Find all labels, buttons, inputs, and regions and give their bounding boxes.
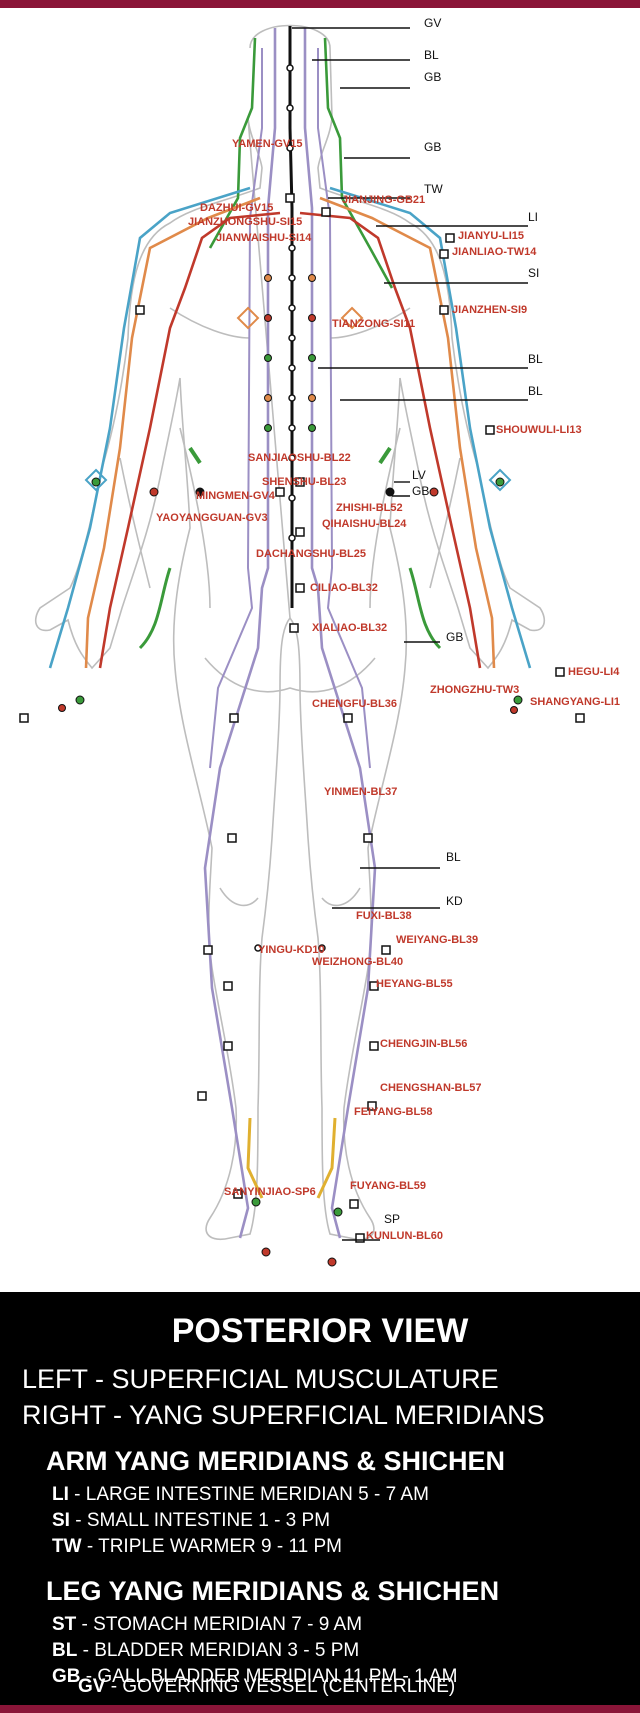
point-label: FUXI-BL38 (356, 910, 412, 922)
legend-row-gb: GB - GALL BLADDER MERIDIAN 11 PM - 1 AM (52, 1666, 458, 1687)
point-label: MINGMEN-GV4 (196, 490, 275, 502)
meridian-lines (48, 26, 532, 1239)
legend-row-tw: TW - TRIPLE WARMER 9 - 11 PM (52, 1536, 342, 1557)
meridian-label-kd: KD (446, 894, 463, 908)
legend-row-li: LI - LARGE INTESTINE MERIDIAN 5 - 7 AM (52, 1484, 429, 1505)
meridian-label-tw: TW (424, 182, 443, 196)
meridian-label-bl: BL (424, 48, 439, 62)
point-label: CHENGJIN-BL56 (380, 1038, 468, 1050)
leader-lines (292, 27, 528, 1241)
point-label: SHOUWULI-LI13 (496, 424, 582, 436)
point-label: JIANZHONGSHU-SI15 (188, 216, 303, 228)
legend-title: POSTERIOR VIEW (171, 1312, 469, 1350)
point-label: SANYINJIAO-SP6 (224, 1186, 316, 1198)
point-label: CILIAO-BL32 (310, 582, 378, 594)
point-label: FUYANG-BL59 (350, 1180, 426, 1192)
point-label: YINGU-KD10 (258, 944, 325, 956)
point-label: ZHISHI-BL52 (336, 502, 403, 514)
point-label: QIHAISHU-BL24 (322, 518, 407, 530)
point-label: WEIYANG-BL39 (396, 934, 479, 946)
point-label: SHANGYANG-LI1 (530, 696, 621, 708)
meridian-label-gv: GV (424, 16, 442, 30)
meridian-label-bl: BL (446, 850, 461, 864)
point-label: ZHONGZHU-TW3 (430, 684, 520, 696)
legend-row-si: SI - SMALL INTESTINE 1 - 3 PM (52, 1510, 331, 1531)
body-outline (34, 24, 546, 1240)
point-label: JIANLIAO-TW14 (452, 246, 537, 258)
top-border (0, 0, 640, 8)
point-label: HEYANG-BL55 (376, 978, 453, 990)
point-label: JIANYU-LI15 (458, 230, 525, 242)
point-label: CHENGSHAN-BL57 (380, 1082, 482, 1094)
point-label: JIANWAISHU-SI14 (216, 232, 312, 244)
point-label: WEIZHONG-BL40 (312, 956, 404, 968)
point-label: YINMEN-BL37 (324, 786, 398, 798)
point-label: CHENGFU-BL36 (312, 698, 397, 710)
legend-left-line: LEFT - SUPERFICIAL MUSCULATURE (22, 1364, 499, 1394)
meridian-label-gb: GB (424, 70, 442, 84)
legend-right-line: RIGHT - YANG SUPERFICIAL MERIDIANS (22, 1400, 545, 1430)
point-label: SANJIAOSHU-BL22 (248, 452, 351, 464)
point-label: TIANZONG-SI11 (332, 318, 416, 330)
point-label: YAMEN-GV15 (232, 138, 303, 150)
meridian-label-gb: GB (412, 484, 430, 498)
point-label: DACHANGSHU-BL25 (256, 548, 367, 560)
meridian-label-bl: BL (528, 352, 543, 366)
point-label: JIANJING-GB21 (342, 194, 426, 206)
legend-row-st: ST - STOMACH MERIDIAN 7 - 9 AM (52, 1614, 363, 1635)
meridian-label-sp: SP (384, 1212, 401, 1226)
meridian-label-gb: GB (446, 630, 464, 644)
legend-panel: POSTERIOR VIEW LEFT - SUPERFICIAL MUSCUL… (0, 1292, 640, 1713)
meridian-label-bl: BL (528, 384, 543, 398)
meridian-label-lv: LV (412, 468, 426, 482)
point-label: DAZHUI-GV15 (200, 202, 274, 214)
acupoint-markers (19, 64, 585, 1267)
meridian-label-si: SI (528, 266, 540, 280)
point-label: SHENSHU-BL23 (262, 476, 347, 488)
meridian-label-gb: GB (424, 140, 442, 154)
leg-meridians-heading: LEG YANG MERIDIANS & SHICHEN (46, 1576, 500, 1606)
point-label: YAOYANGGUAN-GV3 (156, 512, 268, 524)
legend-row-bl: BL - BLADDER MERIDIAN 3 - 5 PM (52, 1640, 360, 1661)
legend-row-gv: GV - GOVERNING VESSEL (CENTERLINE) (78, 1676, 456, 1697)
point-label: HEGU-LI4 (568, 666, 620, 678)
arm-meridians-heading: ARM YANG MERIDIANS & SHICHEN (46, 1446, 506, 1476)
point-label: KUNLUN-BL60 (366, 1230, 443, 1242)
body-figure-svg (19, 24, 585, 1267)
meridian-label-li: LI (528, 210, 539, 224)
posterior-body-diagram: GV BL GB GB TW LI SI BL BL LV GB GB BL K… (0, 8, 640, 1292)
point-label: JIANZHEN-SI9 (452, 304, 528, 316)
point-label: XIALIAO-BL32 (312, 622, 388, 634)
point-label: FEIYANG-BL58 (354, 1106, 433, 1118)
